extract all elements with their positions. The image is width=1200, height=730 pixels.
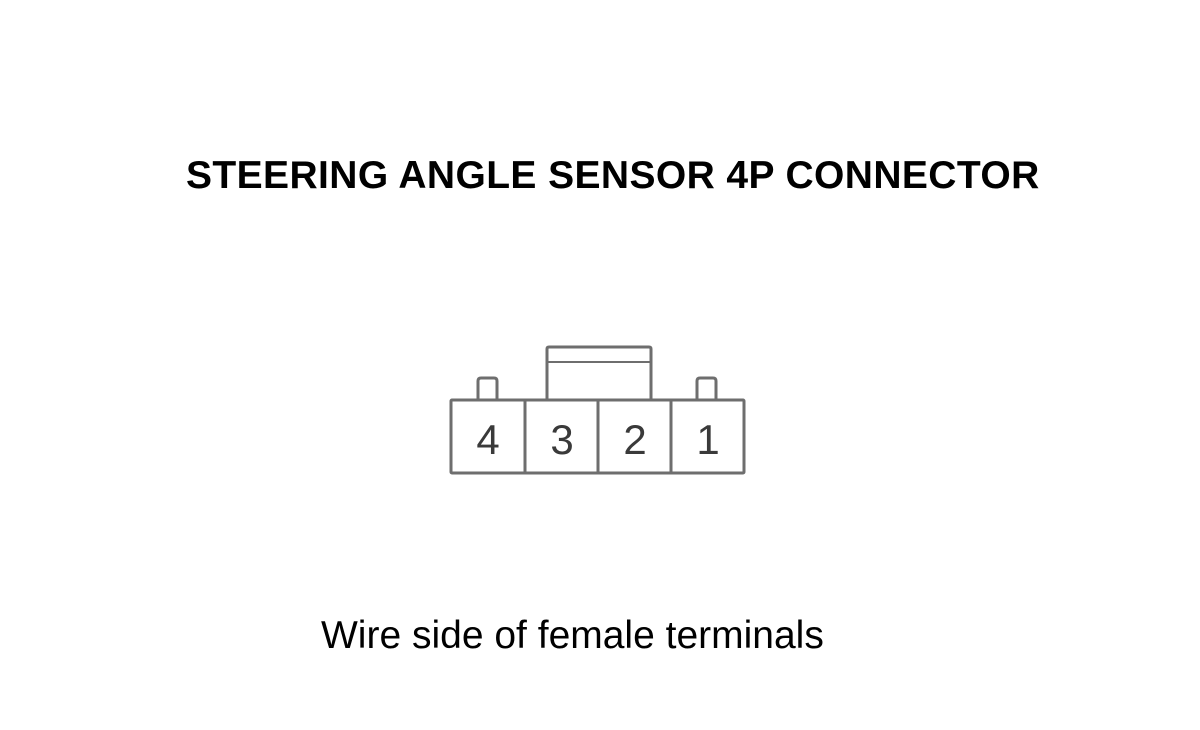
left-tab — [476, 376, 499, 400]
right-tab — [695, 376, 718, 400]
locking-tab — [545, 345, 653, 400]
pin-label-1: 1 — [696, 416, 719, 463]
pin-label-4: 4 — [476, 416, 499, 463]
pin-label-3: 3 — [550, 416, 573, 463]
connector-caption: Wire side of female terminals — [321, 614, 824, 657]
connector-title: STEERING ANGLE SENSOR 4P CONNECTOR — [186, 154, 1040, 197]
pin-label-2: 2 — [623, 416, 646, 463]
